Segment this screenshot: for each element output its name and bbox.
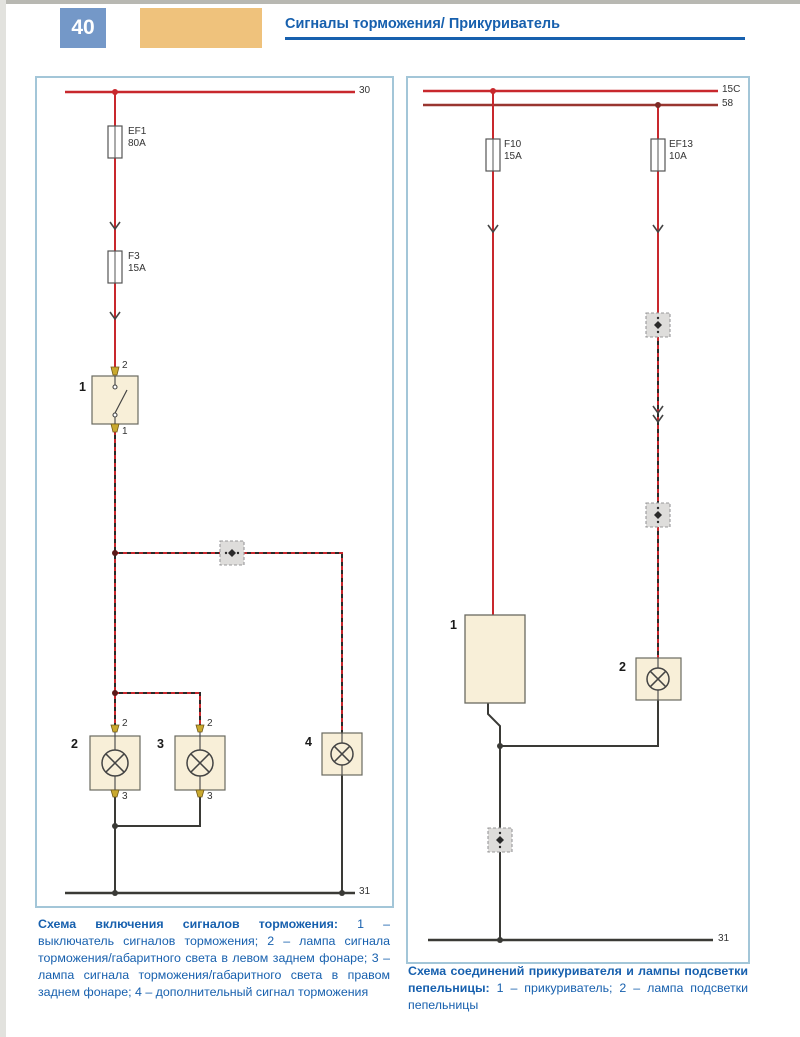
aux-brake-lamp-symbol [321, 732, 363, 776]
signal-wire-base [114, 431, 343, 733]
lamp-right-pin-top-label: 2 [207, 718, 213, 729]
junction-dot [112, 89, 118, 95]
caption-title: Схема включения сигналов торможения: [38, 917, 338, 931]
junction-dot [112, 823, 118, 829]
scan-edge-top [0, 0, 800, 4]
junction-dot [490, 88, 496, 94]
brake-lamp-right-symbol [174, 724, 226, 798]
power-wire [492, 91, 659, 615]
brake-switch-symbol [91, 366, 139, 433]
junction-dot [339, 890, 345, 896]
fuse-f3-name: F3 [128, 251, 140, 262]
junction-dot [112, 890, 118, 896]
junction-dot [497, 743, 503, 749]
fuse-f3-rating: 15A [128, 263, 146, 274]
ashtray-lamp-ref: 2 [619, 660, 626, 674]
ashtray-lamp-symbol [635, 657, 682, 701]
lamp-right-ref: 3 [157, 737, 164, 751]
lighter-diagram-caption: Схема соединений прикуривателя и лампы п… [408, 963, 748, 1014]
lighter-schematic [423, 88, 718, 943]
title-rule [285, 37, 745, 40]
fuse-ef1-name: EF1 [128, 126, 147, 137]
junction-dot [497, 937, 503, 943]
switch-ref: 1 [79, 380, 86, 394]
caption-body: 1 – прикуриватель; 2 – лампа подсветки п… [408, 981, 748, 1013]
caption-title: Схема соединений прикуривателя и лампы п… [408, 964, 748, 996]
bus-58-label: 58 [722, 98, 734, 109]
brake-signal-schematic [65, 89, 363, 896]
fuse-f3-symbol [107, 250, 123, 284]
junction-dot [112, 690, 118, 696]
connector-icon [645, 312, 671, 338]
fuse-ef13-symbol [650, 138, 666, 172]
lighter-diagram-panel: 15C 58 F10 15A EF13 10A 1 2 31 [406, 76, 750, 964]
fuse-f10-symbol [485, 138, 501, 172]
switch-pin-top-label: 2 [122, 360, 128, 371]
junction-dot [655, 102, 661, 108]
fuse-ef1-symbol [107, 125, 123, 159]
fuse-f10-rating: 15A [504, 151, 522, 162]
bus-31-label: 31 [359, 886, 371, 897]
fuse-ef13-rating: 10A [669, 151, 687, 162]
page-number-box: 40 [60, 8, 106, 48]
connector-icon [487, 827, 513, 853]
pin-connector-icon [110, 423, 120, 433]
flow-arrow-icon [109, 221, 121, 321]
connector-icon [645, 502, 671, 528]
pin-connector-icon [110, 366, 120, 376]
caption-body: 1 – выключатель сигналов торможения; 2 –… [38, 917, 390, 1000]
switch-pin-bottom-label: 1 [122, 426, 128, 437]
pin-connector-icon [195, 724, 205, 733]
page-number: 40 [71, 16, 95, 39]
brake-signal-diagram-panel: 30 EF1 80A F3 15A 1 2 1 2 2 3 3 2 3 4 31 [35, 76, 394, 908]
aux-lamp-ref: 4 [305, 735, 312, 749]
bus-30-label: 30 [359, 85, 371, 96]
bus-15c-label: 15C [722, 84, 741, 95]
brake-diagram-caption: Схема включения сигналов торможения: 1 –… [38, 916, 390, 1002]
lighter-symbol [464, 614, 526, 704]
pin-connector-icon [110, 789, 120, 798]
page-title: Сигналы торможения/ Прикуриватель [285, 16, 561, 32]
fuse-f10-name: F10 [504, 139, 522, 150]
flow-arrow-icon [487, 224, 664, 424]
fuse-ef1-rating: 80A [128, 138, 146, 149]
bus-31-label: 31 [718, 933, 730, 944]
pin-connector-icon [195, 789, 205, 798]
header-orange-block [140, 8, 262, 48]
ground-wire [428, 700, 713, 942]
junction-dot [112, 550, 118, 556]
lamp-left-pin-bottom-label: 3 [122, 791, 128, 802]
scan-edge-left [0, 0, 6, 1037]
lamp-right-pin-bottom-label: 3 [207, 791, 213, 802]
lamp-left-ref: 2 [71, 737, 78, 751]
lamp-left-pin-top-label: 2 [122, 718, 128, 729]
fuse-ef13-name: EF13 [669, 139, 693, 150]
brake-lamp-left-symbol [89, 724, 141, 798]
connector-icon [219, 540, 245, 566]
signal-wire-red-dash [114, 431, 343, 733]
lighter-ref: 1 [450, 618, 457, 632]
pin-connector-icon [110, 724, 120, 733]
